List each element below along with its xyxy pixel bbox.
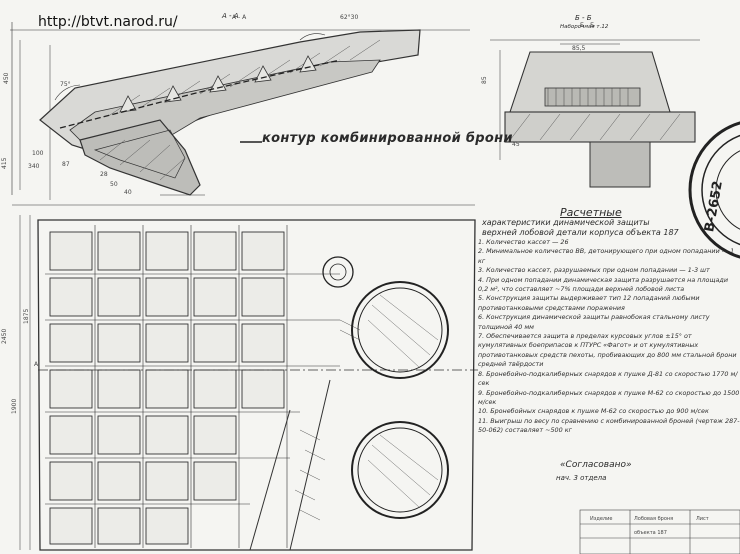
note-item: 11. Выигрыш по весу по сравнению с комби… [478,416,740,435]
dim-label: 85,5 [572,45,586,52]
notes-list: 1. Количество кассет — 26 2. Минимальное… [478,238,740,436]
dim-label: 340 [28,163,40,170]
dim-label: 45 [512,141,520,148]
note-item: 9. Бронебойно-подкалиберных снарядов к п… [478,388,740,406]
section-bb-sublabel: Наборочная т.12 [560,24,609,30]
dim-label: 2450 [1,329,8,344]
note-item: 4. При одном попадании динамическая защи… [478,275,728,294]
note-item: 8. Бронебойно-подкалиберных снарядов к п… [478,369,738,388]
title-block-text: Лист [696,516,709,522]
dim-label: 87 [62,161,70,168]
note-item: 6. Конструкция динамической защиты равно… [478,313,710,331]
approval-line: нач. 3 отдела [556,474,607,482]
note-item: 1. Количество кассет — 26 [478,238,569,246]
title-block-text: Лобовая броня [634,516,673,522]
note-item: 5. Конструкция защиты выдерживает тип 12… [478,294,700,312]
section-aa-drawing [10,22,470,200]
title-block-frame [579,509,740,554]
title-block-text: Изделие [590,516,612,522]
source-watermark: http://btvt.narod.ru/ [38,14,178,30]
note-item: 2. Минимальное количество ВВ, детонирующ… [478,247,735,265]
dim-label: 450 [3,72,10,84]
dim-label: 50 [110,181,118,188]
dim-label: 62°30 [340,14,358,21]
plan-view-grid [12,204,478,551]
notes-title: Расчетные [560,206,622,219]
section-aa-label: А - А [222,12,239,20]
dim-label: 1900 [11,399,18,414]
note-item: 3. Количество кассет, разрушаемых при од… [478,266,710,275]
note-item: 7. Обеспечивается защита в пределах курс… [478,332,737,369]
note-item: 10. Бронебойных снарядов к пушке М-62 со… [478,407,709,416]
dim-label: 28 [100,171,108,178]
dim-label: Б - Б [580,22,594,29]
dim-label: A [34,361,39,368]
approval-title: «Согласовано» [560,460,632,470]
title-block-text: объекта 187 [634,530,667,536]
dim-label: 415 [1,157,8,169]
dim-label: 75° [60,81,71,88]
section-bb-label: Б - Б [575,14,592,22]
dim-label: 85 [481,76,488,84]
dim-label: 100 [32,150,44,157]
notes-subtitle: характеристики динамической защиты [482,218,650,227]
dim-label: 1875 [23,309,30,324]
notes-subtitle: верхней лобовой детали корпуса объекта 1… [482,228,679,237]
armor-contour-callout: контур комбинированной брони [262,131,513,146]
dimension-labels: А - А 62°30 75° 100 450 415 340 87 28 50… [1,14,594,414]
dim-label: А - А [232,14,247,21]
registration-stamp [688,121,740,259]
dim-label: 40 [124,189,132,196]
section-bb-drawing [490,39,700,188]
hatch-openings [322,256,449,519]
